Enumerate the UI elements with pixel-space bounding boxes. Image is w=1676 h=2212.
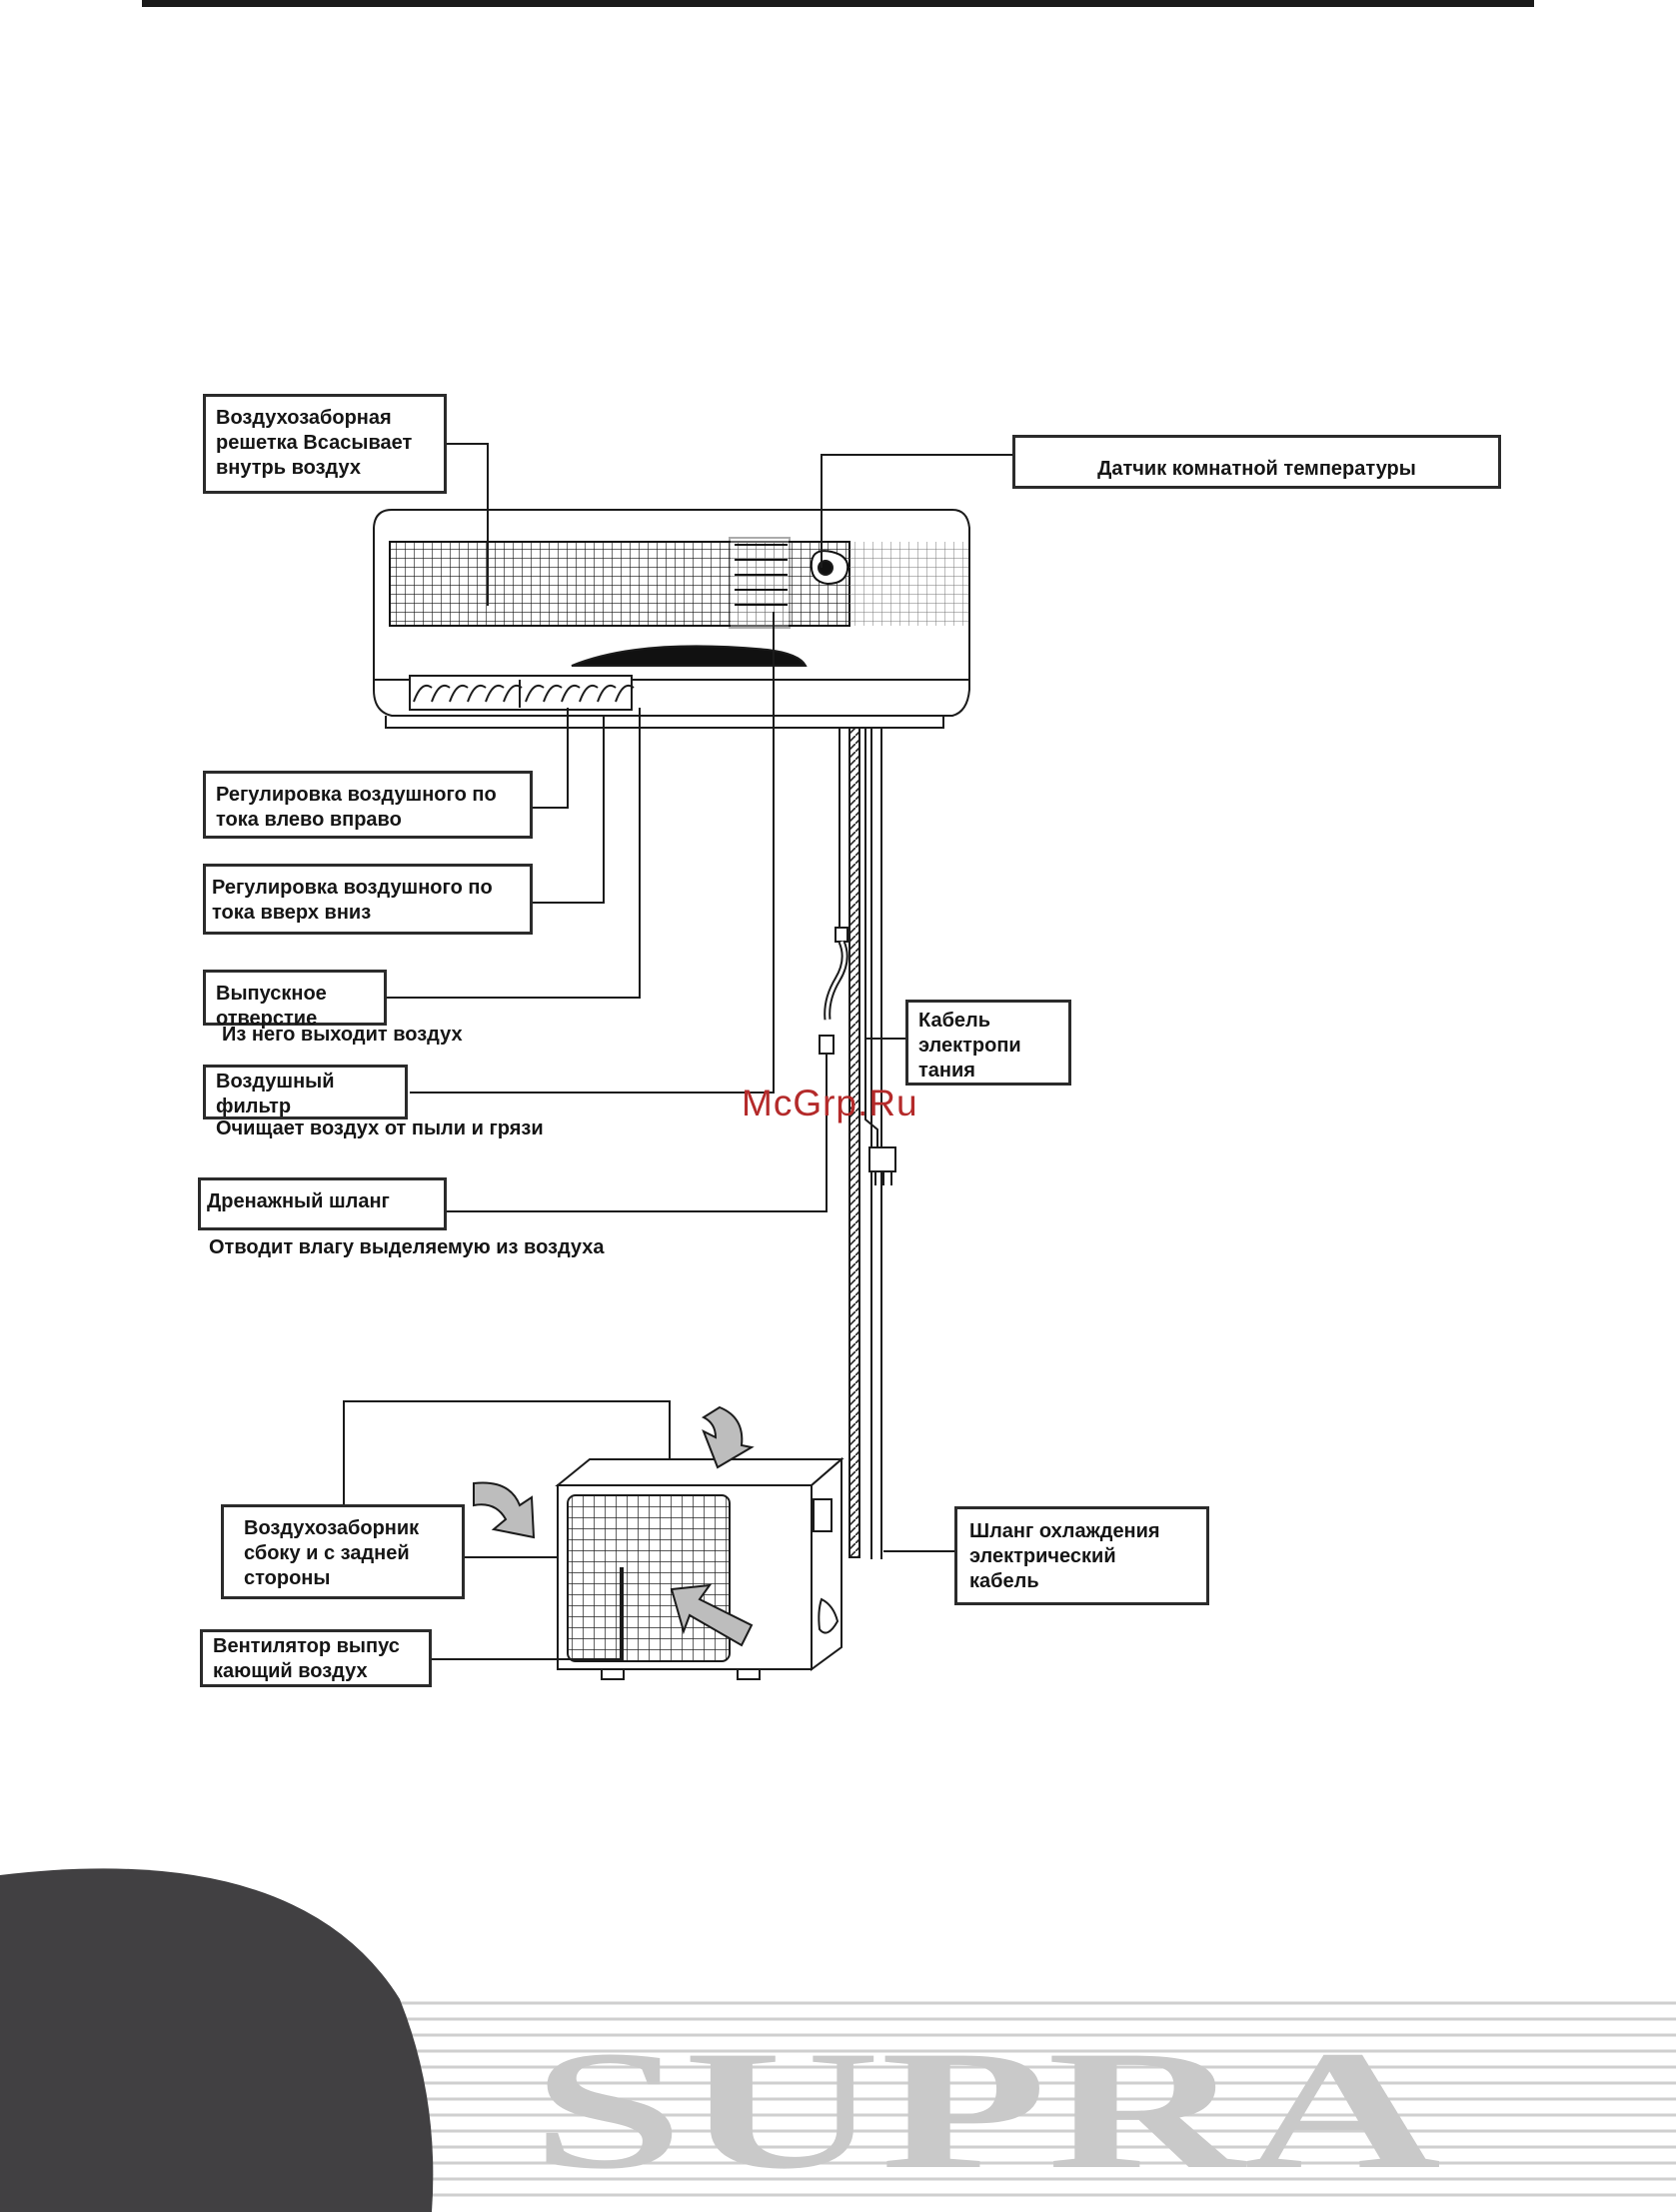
label-drain-note: Отводит влагу выделяемую из воздуха <box>209 1236 605 1258</box>
arrow-out-icon <box>670 1583 754 1647</box>
label-intake-grille: Воздухозаборная решетка Всасывает внутрь… <box>203 394 447 494</box>
display-panel <box>571 645 808 667</box>
fan-grille <box>567 1494 731 1662</box>
label-drain-box: Дренажный шланг <box>198 1177 447 1230</box>
label-filter-box: Воздушный фильтр <box>203 1065 408 1119</box>
label-outlet-box: Выпускное отверстие <box>203 970 387 1030</box>
label-filter-note: Очищает воздух от пыли и грязи <box>216 1117 544 1139</box>
airflow-arrows <box>473 1405 755 1647</box>
outdoor-unit <box>555 1456 844 1680</box>
top-rule <box>142 0 1534 7</box>
label-room-temp-sensor: Датчик комнатной температуры <box>1012 435 1501 489</box>
arrow-top-icon <box>701 1405 755 1469</box>
branding-stripes <box>380 2001 1676 2197</box>
watermark: McGrp.Ru <box>742 1083 918 1123</box>
label-airflow-up-down: Регулировка воздушного по тока вверх вни… <box>203 864 533 935</box>
filter-frames <box>729 537 791 629</box>
outdoor-leaders <box>343 1400 954 1660</box>
supra-logo: SUPRA <box>532 2016 1441 2204</box>
temperature-sensor-icon <box>810 550 849 586</box>
pipe-bundle <box>848 727 882 1559</box>
label-airflow-left-right: Регулировка воздушного по тока влево впр… <box>203 771 533 839</box>
label-cooling-hose: Шланг охлаждения электрический кабель <box>954 1506 1209 1605</box>
label-outdoor-fan: Вентилятор выпус кающий воздух <box>200 1629 432 1687</box>
power-plug-icon <box>868 1146 896 1185</box>
corner-shape <box>0 1868 434 2212</box>
leader-lines <box>384 443 1012 1212</box>
drain-hose <box>819 728 848 1055</box>
indoor-unit <box>373 509 970 729</box>
label-outdoor-intake: Воздухозаборник сбоку и с задней стороны <box>221 1504 465 1599</box>
label-outlet-note: Из него выходит воздух <box>222 1024 463 1046</box>
arrow-side-icon <box>473 1481 536 1539</box>
label-power-cable: Кабель электропи тания <box>905 1000 1071 1086</box>
